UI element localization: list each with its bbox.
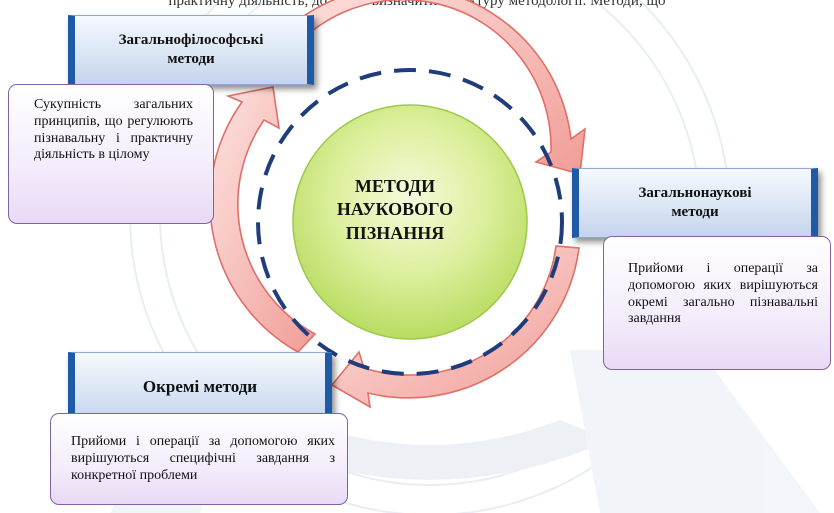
center-title-line: ПІЗНАННЯ — [345, 222, 445, 243]
center-title: МЕТОДИ НАУКОВОГО ПІЗНАННЯ — [320, 175, 470, 245]
description-text: Прийоми і операції за допомогою яких вир… — [628, 261, 818, 327]
method-title-line: Загальнонаукові — [638, 184, 752, 201]
specific-methods-box: Окремі методи — [68, 352, 332, 422]
general-scientific-description: Прийоми і операції за допомогою яких вир… — [603, 236, 831, 370]
arrow-top-right — [261, 0, 586, 176]
center-circle — [292, 104, 528, 340]
description-text: Прийоми і операції за допомогою яких вир… — [71, 434, 335, 483]
general-philosophical-methods-box: Загальнофілософські методи — [68, 15, 314, 85]
center-title-line: МЕТОДИ — [354, 176, 436, 196]
arrow-left — [209, 86, 317, 354]
specific-methods-description: Прийоми і операції за допомогою яких вир… — [50, 413, 348, 505]
method-title-line: Загальнофілософські — [118, 31, 264, 48]
cycle-arrows — [209, 0, 586, 409]
method-title-line: методи — [671, 204, 719, 220]
description-text: Сукупність загальних принципів, що регул… — [34, 97, 193, 163]
general-scientific-methods-box: Загальнонаукові методи — [572, 168, 818, 238]
method-title-line: методи — [167, 51, 215, 67]
dashed-ring — [256, 68, 564, 376]
center-title-line: НАУКОВОГО — [336, 199, 454, 220]
cut-off-header-text: практичну діяльність, дозволяє визначити… — [168, 0, 666, 9]
general-philosophical-description: Сукупність загальних принципів, що регул… — [8, 84, 214, 224]
method-title: Окремі методи — [142, 376, 258, 396]
